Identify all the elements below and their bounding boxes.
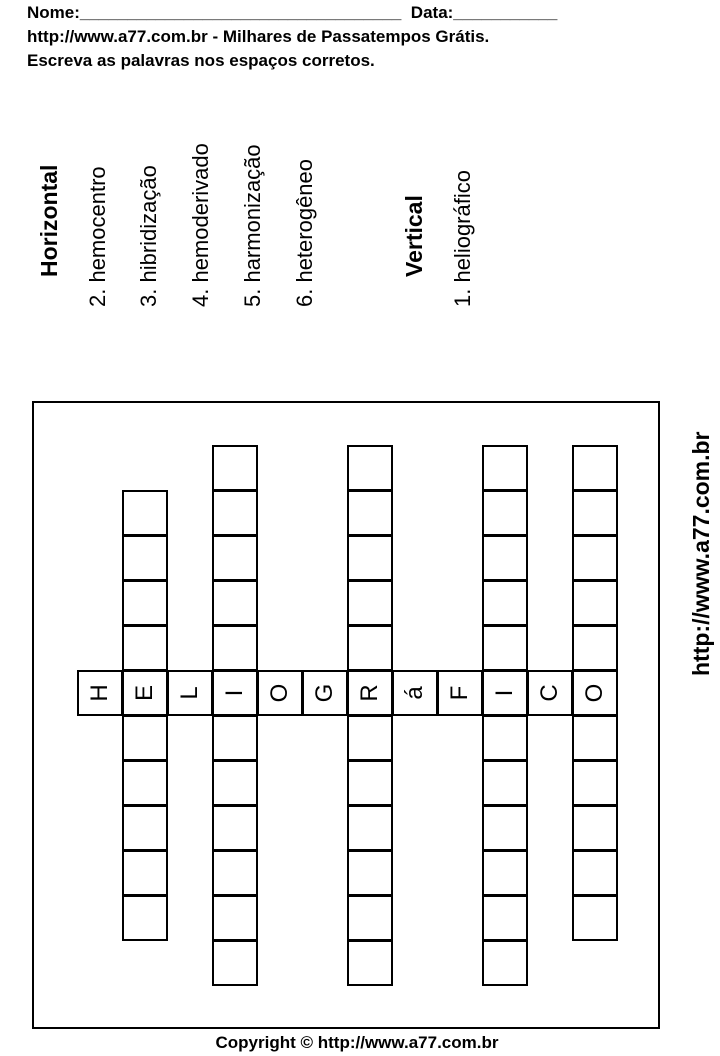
word-cell[interactable]	[347, 715, 393, 761]
answer-cell[interactable]: I	[482, 670, 528, 716]
word-cell[interactable]	[572, 625, 618, 671]
cell-letter: L	[176, 686, 203, 700]
side-url: http://www.a77.com.br	[688, 431, 714, 676]
word-cell[interactable]	[212, 445, 258, 491]
word-cell[interactable]	[482, 895, 528, 941]
cell-letter: F	[446, 685, 473, 701]
word-cell[interactable]	[212, 940, 258, 986]
puzzle-frame	[32, 401, 660, 1029]
word-cell[interactable]	[347, 940, 393, 986]
clue-horizontal-6: 6. heterogêneo	[292, 158, 317, 307]
word-cell[interactable]	[122, 715, 168, 761]
word-cell[interactable]	[572, 805, 618, 851]
word-cell[interactable]	[122, 895, 168, 941]
word-cell[interactable]	[212, 535, 258, 581]
word-cell[interactable]	[122, 625, 168, 671]
cell-letter: R	[356, 684, 383, 702]
word-cell[interactable]	[482, 940, 528, 986]
word-cell[interactable]	[482, 580, 528, 626]
word-cell[interactable]	[347, 760, 393, 806]
word-cell[interactable]	[482, 715, 528, 761]
word-cell[interactable]	[347, 850, 393, 896]
copyright-footer: Copyright © http://www.a77.com.br	[215, 1033, 499, 1052]
word-cell[interactable]	[212, 850, 258, 896]
word-cell[interactable]	[572, 760, 618, 806]
word-cell[interactable]	[347, 490, 393, 536]
word-cell[interactable]	[572, 535, 618, 581]
cell-letter: E	[131, 684, 158, 702]
word-cell[interactable]	[347, 625, 393, 671]
answer-cell[interactable]: I	[212, 670, 258, 716]
cell-letter: á	[401, 686, 428, 700]
word-cell[interactable]	[212, 490, 258, 536]
cell-letter: I	[221, 689, 248, 697]
word-cell[interactable]	[122, 580, 168, 626]
horizontal-title: Horizontal	[36, 164, 62, 277]
cell-letter: O	[581, 683, 608, 703]
answer-cell[interactable]: á	[392, 670, 438, 716]
word-cell[interactable]	[122, 850, 168, 896]
word-cell[interactable]	[212, 715, 258, 761]
clue-horizontal-5: 5. harmonização	[240, 144, 265, 307]
word-cell[interactable]	[572, 850, 618, 896]
word-cell[interactable]	[122, 760, 168, 806]
answer-cell[interactable]: F	[437, 670, 483, 716]
word-cell[interactable]	[122, 805, 168, 851]
word-cell[interactable]	[482, 445, 528, 491]
word-cell[interactable]	[347, 535, 393, 581]
word-cell[interactable]	[482, 535, 528, 581]
clue-horizontal-4: 4. hemoderivado	[188, 143, 213, 307]
answer-cell[interactable]: O	[257, 670, 303, 716]
word-cell[interactable]	[347, 805, 393, 851]
word-cell[interactable]	[212, 895, 258, 941]
name-date-line: Nome:__________________________________ …	[27, 3, 558, 22]
word-cell[interactable]	[347, 445, 393, 491]
cell-letter: O	[266, 683, 293, 703]
word-cell[interactable]	[212, 625, 258, 671]
cell-letter: I	[491, 689, 518, 697]
vertical-title: Vertical	[401, 195, 427, 277]
word-cell[interactable]	[572, 490, 618, 536]
word-cell[interactable]	[482, 805, 528, 851]
answer-cell[interactable]: O	[572, 670, 618, 716]
word-cell[interactable]	[572, 445, 618, 491]
word-cell[interactable]	[482, 850, 528, 896]
word-cell[interactable]	[482, 490, 528, 536]
word-cell[interactable]	[482, 625, 528, 671]
word-cell[interactable]	[212, 580, 258, 626]
cell-letter: H	[86, 684, 113, 702]
word-cell[interactable]	[212, 805, 258, 851]
word-cell[interactable]	[122, 490, 168, 536]
answer-cell[interactable]: G	[302, 670, 348, 716]
answer-cell[interactable]: L	[167, 670, 213, 716]
word-cell[interactable]	[482, 760, 528, 806]
word-cell[interactable]	[347, 895, 393, 941]
word-cell[interactable]	[347, 580, 393, 626]
cell-letter: C	[536, 684, 563, 702]
answer-cell[interactable]: E	[122, 670, 168, 716]
clue-horizontal-2: 2. hemocentro	[85, 166, 110, 307]
word-cell[interactable]	[572, 715, 618, 761]
word-cell[interactable]	[212, 760, 258, 806]
word-cell[interactable]	[572, 895, 618, 941]
clue-horizontal-3: 3. hibridização	[136, 165, 161, 307]
answer-cell[interactable]: C	[527, 670, 573, 716]
answer-cell[interactable]: H	[77, 670, 123, 716]
answer-cell[interactable]: R	[347, 670, 393, 716]
site-title: http://www.a77.com.br - Milhares de Pass…	[27, 27, 490, 46]
instructions: Escreva as palavras nos espaços corretos…	[27, 51, 375, 70]
word-cell[interactable]	[122, 535, 168, 581]
cell-letter: G	[311, 683, 338, 703]
clue-vertical-1: 1. heliográfico	[450, 170, 475, 307]
word-cell[interactable]	[572, 580, 618, 626]
